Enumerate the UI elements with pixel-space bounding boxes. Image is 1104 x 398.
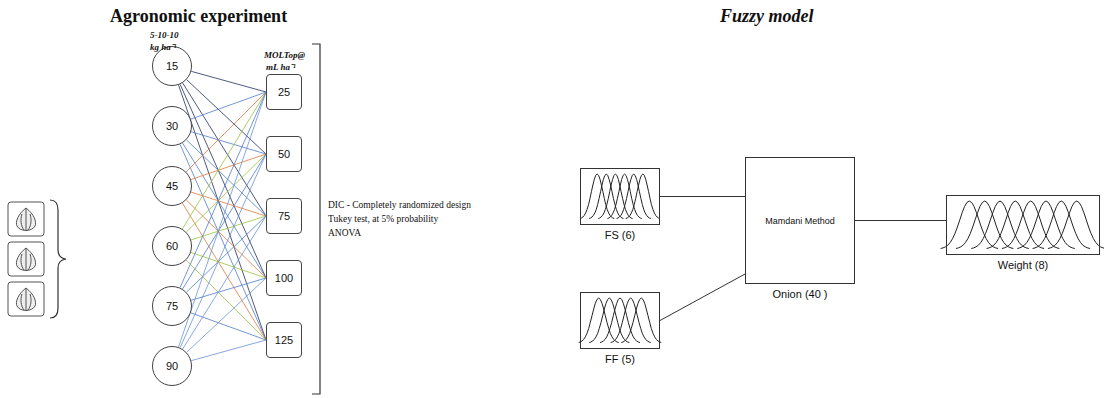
membership-curve: [621, 298, 661, 343]
treatment-link: [191, 340, 266, 361]
dose-box: 100: [266, 260, 302, 296]
treatment-link: [183, 154, 266, 289]
model-link: [660, 274, 745, 321]
dose-value: 90: [166, 360, 178, 372]
unit-header: kg ha⁻¹: [150, 40, 176, 53]
treatment-link: [191, 252, 266, 278]
treatment-link: [186, 260, 266, 340]
membership-curve: [1048, 201, 1104, 249]
onion-frame: [8, 202, 44, 236]
dose-circle: 60: [152, 226, 192, 266]
dose-value: 75: [166, 300, 178, 312]
dose-circle: 30: [152, 106, 192, 146]
caption-text: FS (6): [605, 229, 636, 241]
dose-value: 60: [166, 240, 178, 252]
input-panel: FF (5): [580, 292, 660, 349]
onion-bulb: [16, 208, 35, 231]
membership-curve: [1033, 201, 1091, 249]
dose-value: 30: [166, 120, 178, 132]
treatment-link: [191, 71, 266, 92]
treatment-link: [191, 313, 266, 340]
membership-curve: [987, 201, 1045, 249]
dose-box: 75: [266, 198, 302, 234]
model-link: [855, 220, 946, 221]
onion-frame: [8, 282, 44, 316]
dose-value: 50: [278, 148, 290, 160]
treatment-link: [183, 216, 266, 349]
onion-icons: [8, 202, 44, 316]
treatment-link: [186, 200, 266, 278]
dose-box: 50: [266, 136, 302, 172]
section-title: Fuzzy model: [720, 6, 814, 27]
method-name: Mamdani Method: [765, 216, 835, 226]
dose-value: 75: [278, 210, 290, 222]
dose-value: 25: [278, 86, 290, 98]
membership-curve: [626, 174, 660, 219]
caption-text: Onion (40 ): [772, 288, 827, 300]
onion-bulb: [16, 288, 35, 311]
dose-box: 125: [266, 322, 302, 358]
treatment-link: [186, 140, 266, 216]
treatment-link: [183, 83, 266, 216]
square-bracket: [312, 44, 320, 394]
treatment-link: [191, 92, 266, 119]
onion-lines: [21, 248, 31, 271]
treatment-link: [187, 278, 266, 352]
curly-brace: [50, 200, 66, 318]
treatment-link: [186, 92, 266, 172]
axis-header: MOLTop@: [264, 50, 305, 60]
caption-text: Weight (8): [998, 259, 1049, 271]
treatment-link: [180, 84, 266, 278]
method-note: DIC - Completely randomized design: [328, 200, 471, 210]
dose-circle: 45: [152, 166, 192, 206]
unit-header: mL ha⁻¹: [266, 60, 296, 73]
onion-lines: [21, 288, 31, 311]
dose-box: 25: [266, 74, 302, 110]
section-title: Agronomic experiment: [110, 6, 287, 27]
treatment-link: [182, 92, 266, 229]
onion-bulb: [16, 248, 35, 271]
treatment-link: [191, 154, 266, 180]
dose-value: 45: [166, 180, 178, 192]
membership-curve: [941, 201, 999, 249]
inference-box: Mamdani MethodOnion (40 ): [745, 157, 855, 284]
method-note: Tukey test, at 5% probability: [328, 214, 438, 224]
model-link: [660, 196, 745, 197]
dose-value: 15: [166, 60, 178, 72]
onion-frame: [8, 242, 44, 276]
input-panel: FS (6): [580, 168, 660, 225]
axis-header: 5-10-10: [150, 30, 179, 40]
treatment-link: [180, 144, 266, 340]
dose-value: 125: [275, 334, 293, 346]
dose-circle: 90: [152, 346, 192, 386]
output-panel: Weight (8): [946, 195, 1100, 255]
membership-curve: [956, 201, 1014, 249]
onion-lines: [21, 208, 31, 231]
membership-curve: [1002, 201, 1060, 249]
treatment-link: [180, 92, 266, 288]
dose-circle: 75: [152, 286, 192, 326]
method-note: ANOVA: [328, 228, 361, 238]
caption-text: FF (5): [605, 353, 635, 365]
treatment-link: [186, 154, 266, 232]
treatment-link: [191, 132, 266, 154]
treatment-link: [186, 216, 266, 292]
dose-value: 100: [275, 272, 293, 284]
